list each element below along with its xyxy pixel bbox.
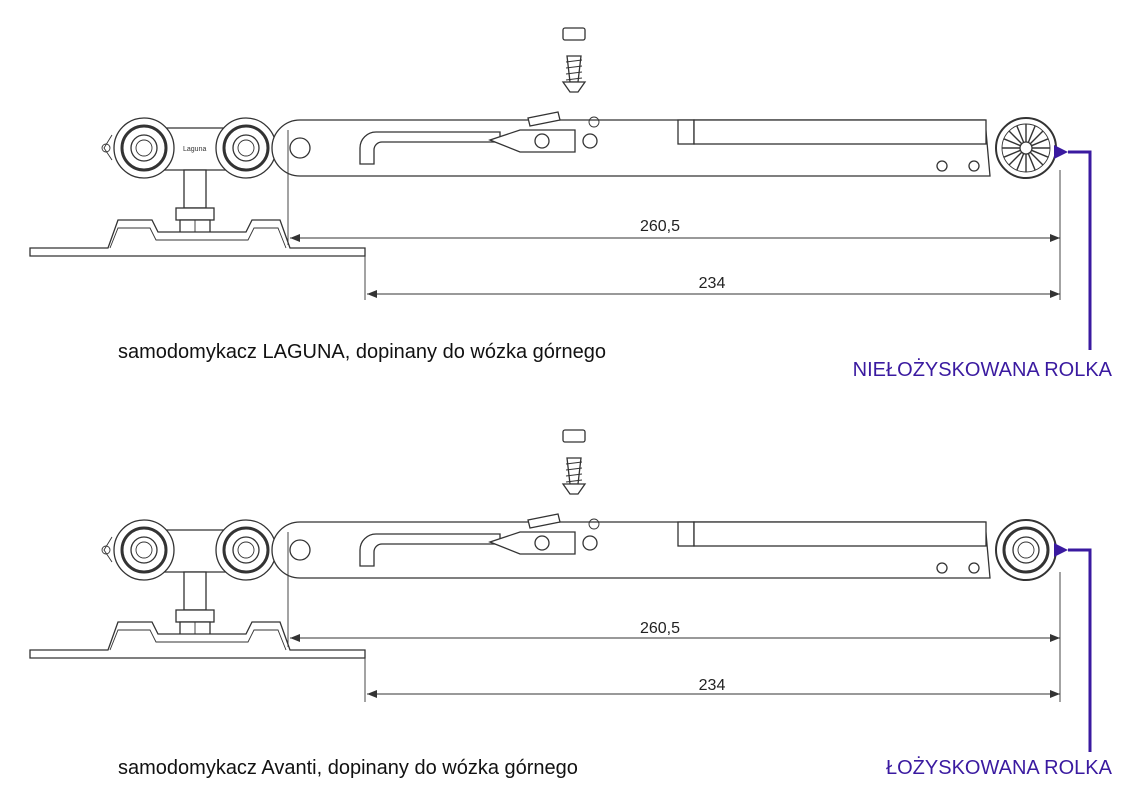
caption-avanti: samodomykacz Avanti, dopinany do wózka g… (118, 757, 578, 779)
roller-spoke (1031, 138, 1049, 147)
roller-spoke (1016, 125, 1025, 143)
roller-spoke (1029, 130, 1044, 145)
caption-laguna: samodomykacz LAGUNA, dopinany do wózka g… (118, 341, 606, 363)
roller-spoke (1027, 125, 1036, 143)
callout-label-bearing: ŁOŻYSKOWANA ROLKA (886, 756, 1113, 779)
dimension-label-short: 234 (699, 275, 726, 292)
dimension-label-long: 260,5 (640, 218, 680, 235)
roller-spoke (1003, 138, 1021, 147)
roller-spoke (1008, 130, 1023, 145)
roller-spoke (1029, 151, 1044, 166)
callout-label-nonbearing: NIEŁOŻYSKOWANA ROLKA (853, 358, 1113, 381)
dimension-label-long: 260,5 (640, 620, 680, 637)
panel-avanti: 260,5 234 samodomykacz Avanti, dopinany … (28, 428, 1113, 779)
callout-arrow-2 (1054, 543, 1092, 752)
roller-spoked (995, 117, 1057, 179)
roller-spoke (1003, 149, 1021, 158)
closer-drawing-laguna (28, 26, 1062, 302)
roller-spoke (1031, 149, 1049, 158)
closer-drawing-avanti (28, 428, 1062, 704)
roller-bearing (995, 519, 1057, 581)
roller-spoke (1027, 153, 1036, 171)
roller-spoke (1008, 151, 1023, 166)
dimension-label-short: 234 (699, 677, 726, 694)
trolley-mark: Laguna (183, 146, 206, 153)
roller-spoke (1016, 153, 1025, 171)
panel-laguna: Laguna 260,5 234 samodomykacz LAGUNA, do… (28, 26, 1113, 381)
callout-arrow-1 (1054, 145, 1092, 350)
